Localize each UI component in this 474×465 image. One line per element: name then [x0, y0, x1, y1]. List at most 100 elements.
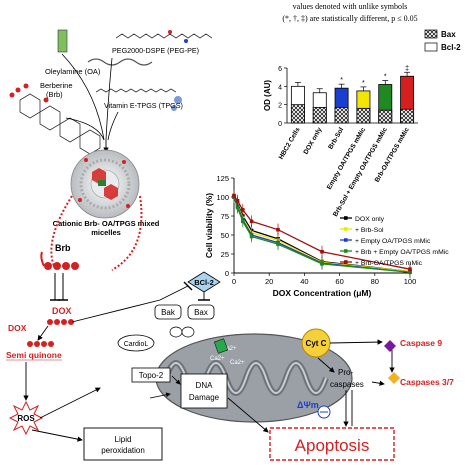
line-legend-marker: [344, 260, 348, 264]
calcium-ions: Ca2+ Ca2+ Ca2+: [210, 346, 245, 366]
line-point: [276, 227, 280, 232]
tpgs-structure-icon: [95, 88, 177, 93]
semiquinone-label: Semi quinone: [6, 350, 62, 360]
oleylamine-chain-icon: [87, 58, 153, 66]
line-legend-label: + Empty OA/TPGS mMic: [355, 238, 431, 245]
dna-label-2: Damage: [189, 393, 220, 402]
lipid-label-1: Lipid: [115, 435, 132, 444]
synthesis-panel: Oleylamine (OA) PEG2000-DSPE (PEG-PE) Be…: [9, 29, 213, 271]
line-x-tick-label: 40: [300, 277, 308, 286]
line-x-tick-label: 60: [335, 277, 343, 286]
bar-category-label: Brb-Sol: [327, 126, 345, 150]
bar-y-axis-label: OD (AU): [263, 80, 272, 111]
caspase37-label: Caspases 3/7: [400, 377, 454, 387]
micelle-label-1: Cationic Brb- OA/TPGS mixed: [53, 219, 160, 228]
bar-category-label: Empty OA/TPGS mMic: [326, 126, 367, 191]
line-point: [235, 205, 240, 210]
line-y-tick-label: 100: [216, 193, 229, 202]
release-arc-left: [50, 195, 73, 267]
legend-swatch-bcl2: [424, 42, 438, 52]
line-point: [320, 262, 324, 266]
svg-text:Ca2+: Ca2+: [222, 346, 237, 352]
ros-label: ROS: [17, 414, 35, 423]
legend-label-bax: Bax: [441, 30, 456, 39]
topo2-label: Topo-2: [139, 371, 164, 380]
line-legend-label: + Brb-OA/TPGS mMic: [355, 260, 423, 267]
bar-significance-marker: *: [340, 77, 343, 84]
line-y-tick-label: 25: [221, 250, 229, 259]
line-legend-label: + Brb + Empty OA/TPGS mMic: [355, 249, 449, 256]
line-point: [235, 199, 240, 203]
line-x-tick-label: 100: [404, 277, 417, 286]
legend-label-bcl2: Bcl-2: [441, 43, 461, 52]
line-legend-label: DOX only: [355, 216, 385, 223]
bar-bax: [356, 107, 371, 124]
bcl2-diamond: [187, 271, 221, 293]
line-point: [276, 242, 280, 246]
peg-pe-label: PEG2000-DSPE (PEG-PE): [112, 46, 199, 55]
bar-bax: [312, 107, 327, 124]
procaspases-label-2: caspases: [330, 380, 364, 389]
line-legend-marker: [344, 227, 348, 231]
bax-box: [187, 304, 215, 320]
line-y-tick-label: 75: [221, 212, 229, 221]
svg-text:Ca2+: Ca2+: [210, 356, 225, 362]
line-x-tick-label: 20: [265, 277, 273, 286]
stat-note-line2: (*, †, ‡) are statistically different, p…: [282, 14, 417, 23]
ros-burst-icon: [8, 400, 44, 436]
bar-category-label: HBC2 Cells: [278, 126, 302, 161]
berberine-label-2: (Brb): [46, 90, 63, 99]
bar-significance-marker: *: [384, 74, 387, 81]
peg-pe-structure-icon: [115, 33, 213, 39]
line-point: [249, 234, 254, 239]
dox-left-chain-icon: [27, 341, 54, 347]
bar-y-tick-label: 0: [278, 121, 282, 128]
topo2-box: [131, 367, 171, 383]
cytc-label: Cyt C: [306, 339, 327, 348]
bar-category-label: DOX only: [303, 126, 324, 155]
bak-label: Bak: [161, 308, 176, 317]
caspase9-icon: [384, 340, 396, 352]
bar-y-tick-label: 2: [278, 103, 282, 110]
bax-label: Bax: [194, 308, 208, 317]
line-y-axis-label: Cell viability (%): [204, 193, 214, 258]
micelle-label-2: micelles: [91, 228, 121, 237]
apoptosis-box: [269, 427, 395, 461]
line-legend-marker: [344, 249, 348, 253]
line-x-axis-label: DOX Concentration (μM): [273, 288, 372, 298]
brb-chain-icon: [40, 251, 79, 270]
caspase9-label: Caspase 9: [400, 338, 442, 348]
lipid-label-2: peroxidation: [101, 446, 145, 455]
dox-left-label: DOX: [8, 323, 27, 333]
tpgs-label: Vitamin E-TPGS (TPGS): [104, 101, 183, 110]
svg-text:Ca2+: Ca2+: [230, 360, 245, 366]
legend-swatch-bax: [424, 29, 438, 39]
line-legend-marker: [344, 238, 348, 242]
bar-bax: [334, 107, 349, 124]
pathway-panel: Brb DOX DOX Semi quinone ROS L: [6, 243, 454, 461]
line-y-tick-label: 125: [216, 174, 229, 183]
bar-y-tick-label: 4: [278, 84, 282, 91]
line-y-tick-label: 50: [221, 231, 229, 240]
line-legend-label: + Brb-Sol: [355, 227, 384, 234]
line-point: [249, 219, 254, 224]
line-point: [320, 249, 324, 254]
dna-label-1: DNA: [196, 381, 214, 390]
procaspases-label-1: Pro-: [338, 368, 353, 377]
bcl2-label: BCl-2: [194, 278, 214, 287]
bar-bax: [400, 108, 415, 124]
delta-psi-label: ΔΨm: [297, 400, 319, 410]
mixed-micelle-icon: [70, 149, 140, 219]
dox-label: DOX: [52, 306, 72, 316]
bak-box: [154, 304, 182, 320]
apoptosis-label: Apoptosis: [295, 436, 370, 455]
stat-note-line1: values denoted with unlike symbols: [293, 2, 408, 11]
dox-chain-icon: [47, 319, 74, 325]
bar-significance-marker: *: [362, 80, 365, 87]
line-point: [232, 193, 236, 198]
line-point: [241, 219, 245, 224]
oleylamine-vial-icon: [57, 29, 68, 53]
